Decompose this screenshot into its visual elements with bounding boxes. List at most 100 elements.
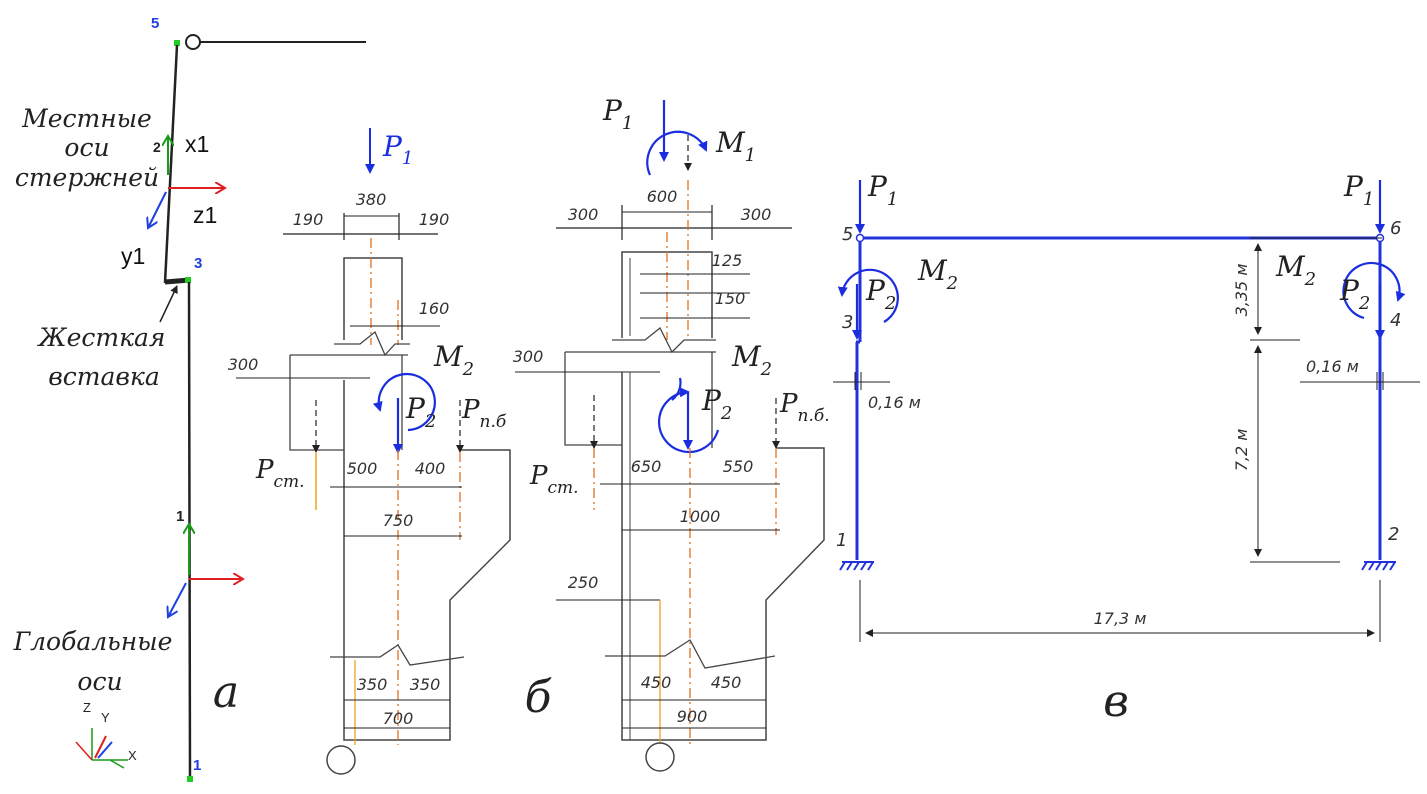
node-label-1-mid: 1 <box>176 508 184 525</box>
lower-column-outline <box>343 380 511 741</box>
coordinate-triad-icon <box>75 728 128 769</box>
dim-lower-height: 7,2 м <box>1232 429 1251 472</box>
triad-y-label: Y <box>101 710 110 725</box>
node-5-marker <box>174 40 180 46</box>
dim-label: 300 <box>513 347 544 366</box>
rigid-insert-line-2: вставка <box>48 362 160 391</box>
frame-p2-left-label: P2 <box>865 274 896 314</box>
support-hinge <box>645 742 675 772</box>
break-line <box>334 330 410 357</box>
dim-label: 500 <box>347 459 378 478</box>
frame-node-label-1: 1 <box>836 530 847 551</box>
dim-label: 350 <box>357 675 388 694</box>
frame-m2-right-label: M2 <box>1275 250 1316 290</box>
dim-label: 160 <box>419 299 450 318</box>
dim-offset-right: 0,16 м <box>1306 357 1359 376</box>
panel-a-model: 5 2 x1 z1 y1 Местные оси стержней 3 Жест… <box>13 15 366 782</box>
m1-moment-arc <box>646 130 708 176</box>
m2-moment-arc-left <box>671 377 682 401</box>
pst-label: Pст. <box>255 455 305 492</box>
p2-label: P2 <box>701 384 732 424</box>
m2-label: M2 <box>731 340 772 380</box>
crane-bracket <box>564 352 622 446</box>
m1-label: M1 <box>715 126 756 166</box>
dim-label: 125 <box>712 251 743 270</box>
dim-label: 190 <box>419 210 450 229</box>
node-label-5: 5 <box>151 15 159 32</box>
triad-z-label: Z <box>83 700 91 715</box>
dim-label: 700 <box>383 709 414 728</box>
hinge-5 <box>185 34 201 50</box>
local-y-label: y1 <box>121 243 145 269</box>
dim-label: 350 <box>410 675 441 694</box>
dim-label: 300 <box>568 205 599 224</box>
dim-upper-height: 3,35 м <box>1232 264 1251 317</box>
frame-p1-right-label: P1 <box>1343 170 1374 210</box>
frame-node-5 <box>855 233 865 243</box>
local-y-axis <box>148 191 167 228</box>
dim-label: 300 <box>228 355 259 374</box>
dim-span: 17,3 м <box>1094 609 1147 628</box>
dim-label: 450 <box>711 673 742 692</box>
node-1-marker <box>187 776 193 782</box>
global-y-axis <box>168 582 187 617</box>
upper-column-outline <box>343 257 403 340</box>
dim-label: 650 <box>631 457 662 476</box>
p1-label: P1 <box>382 130 413 169</box>
node-label-2: 2 <box>153 139 161 155</box>
pnb-label: Pп.б. <box>779 389 830 426</box>
dim-label: 150 <box>715 289 746 308</box>
crane-bracket <box>289 355 344 451</box>
frame-m2-left-arc <box>837 268 899 323</box>
fixed-support-right <box>1361 561 1396 571</box>
panel-v-caption: в <box>1103 676 1129 727</box>
panel-b-section: P1 190 380 190 160 300 Pст. Pп.б M2 <box>228 128 511 775</box>
local-z-label: z1 <box>193 202 217 228</box>
p2-label: P2 <box>405 392 436 432</box>
upper-member <box>163 44 179 284</box>
dim-label: 380 <box>356 190 387 209</box>
frame-node-label-5: 5 <box>842 224 853 245</box>
dim-label: 250 <box>568 573 599 592</box>
m2-moment-arc <box>372 372 436 432</box>
pnb-label: Pп.б <box>461 395 507 432</box>
dim-label: 190 <box>293 210 324 229</box>
pst-label: Pст. <box>529 461 579 498</box>
dim-label: 600 <box>647 187 678 206</box>
frame-p1-left-label: P1 <box>867 170 898 210</box>
dim-label: 550 <box>723 457 754 476</box>
m2-moment-arc <box>657 387 720 454</box>
panel-b-caption: б <box>525 672 552 723</box>
node-label-3: 3 <box>194 255 202 272</box>
dim-label: 900 <box>677 707 708 726</box>
frame-m2-right-arc <box>1342 261 1406 320</box>
panel-b2-section: P1 M1 300 600 300 125 150 300 Pст. Pп.б. <box>513 94 830 772</box>
dim-label: 450 <box>641 673 672 692</box>
panel-a-caption: а <box>213 667 239 718</box>
frame-node-label-4: 4 <box>1390 310 1401 331</box>
frame-node-label-2: 2 <box>1388 524 1399 545</box>
global-axes-line-2: оси <box>77 667 122 696</box>
node-label-1-bottom: 1 <box>193 757 201 774</box>
dim-label: 400 <box>415 459 446 478</box>
node-3-marker <box>185 277 191 283</box>
p1-label: P1 <box>602 94 633 134</box>
break-line <box>612 326 716 354</box>
triad-x-label: X <box>128 748 137 763</box>
dim-label: 300 <box>741 205 772 224</box>
frame-m2-left-label: M2 <box>917 254 958 294</box>
m2-label: M2 <box>433 340 474 380</box>
fixed-support-left <box>839 561 874 571</box>
frame-node-label-3: 3 <box>842 312 853 333</box>
dim-label: 1000 <box>680 507 721 526</box>
dim-label: 750 <box>383 511 414 530</box>
break-line-lower <box>605 639 776 669</box>
frame-p2-right-label: P2 <box>1339 274 1370 314</box>
global-axes-line-1: Глобальные <box>13 627 173 656</box>
local-x-label: x1 <box>185 131 209 157</box>
lower-column-outline <box>621 372 825 741</box>
break-line-lower <box>330 644 465 666</box>
frame-node-label-6: 6 <box>1390 218 1401 239</box>
dim-offset-left: 0,16 м <box>868 393 921 412</box>
